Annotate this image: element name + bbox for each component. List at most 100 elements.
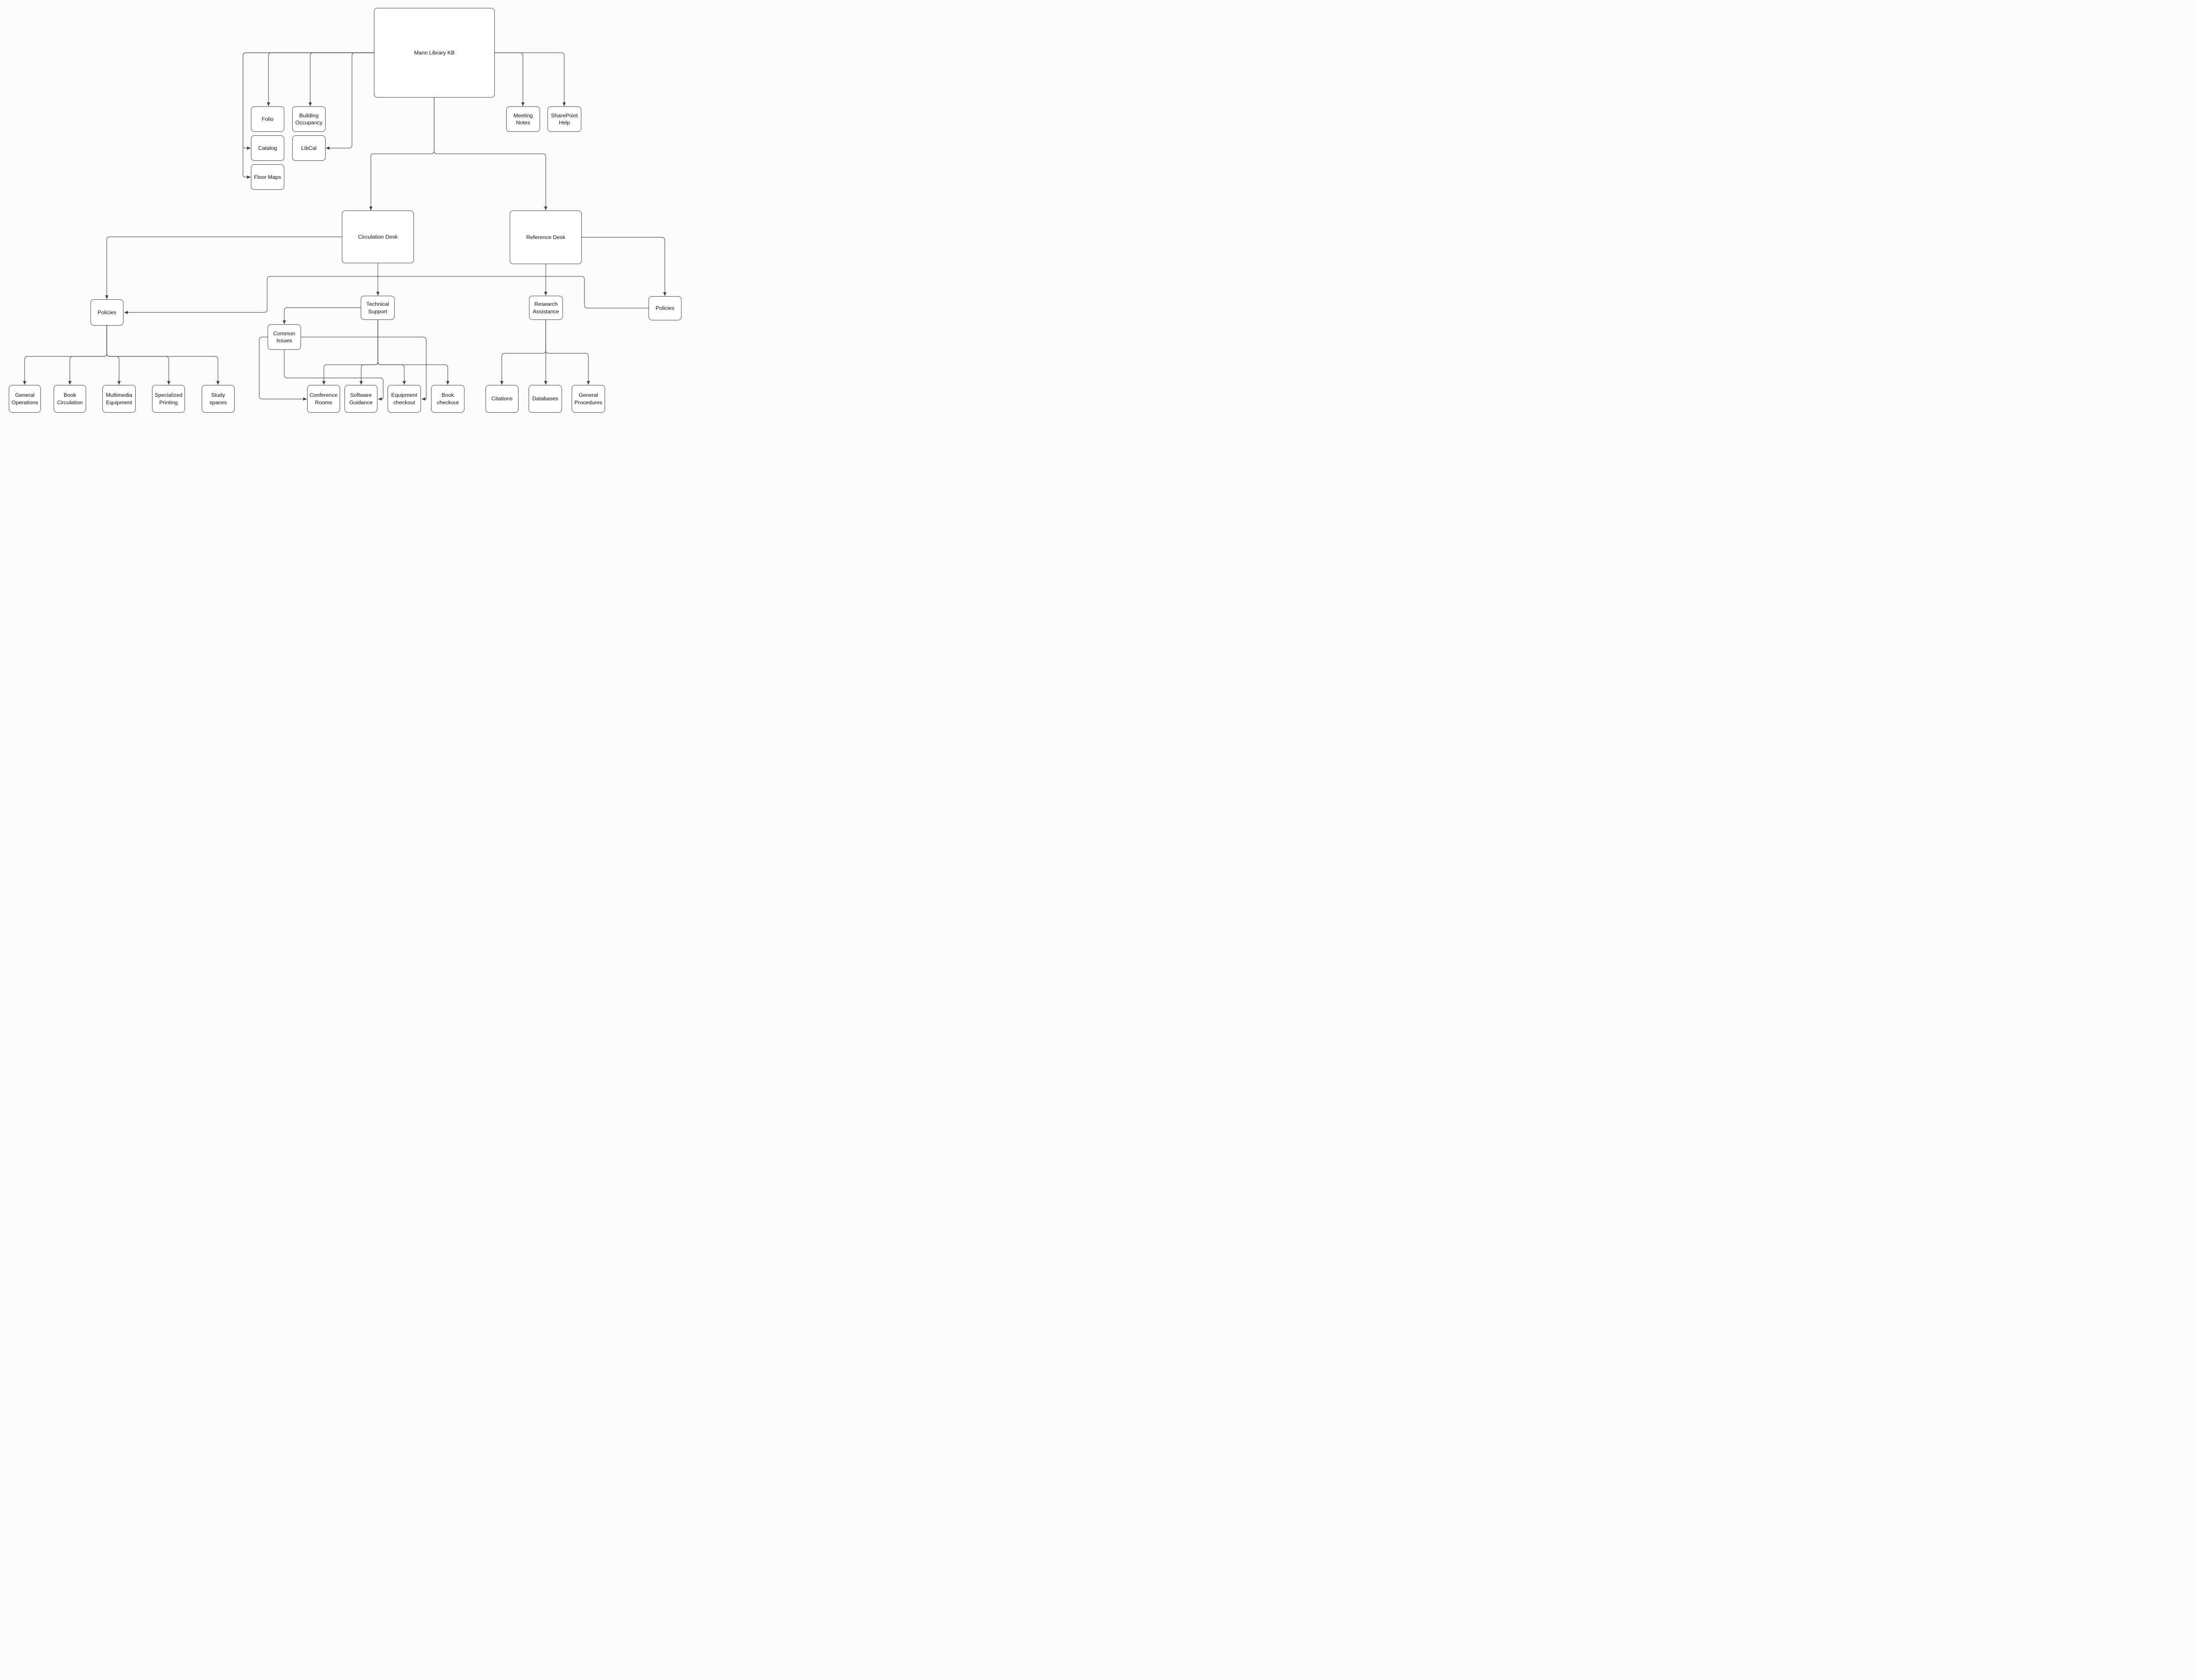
node-label-book-circulation: Book Circulation <box>57 392 83 406</box>
node-catalog[interactable]: Catalog <box>251 135 284 161</box>
node-technical-support[interactable]: Technical Support <box>361 296 395 320</box>
node-label-specialized-printing: Specialized Printing <box>154 392 183 406</box>
edge-policies-right-policies-left <box>127 276 649 313</box>
edge-policies-book-circulation <box>69 326 107 381</box>
edge-policies-multimedia-equipment <box>106 326 120 381</box>
node-label-study-spaces: Study spaces <box>209 392 227 406</box>
arrowhead-common-issues-software-guidance-icon <box>378 397 382 401</box>
node-label-building-occupancy: Building Occupancy <box>295 112 323 126</box>
arrowhead-reference-policies-right-icon <box>663 292 667 296</box>
node-multimedia-equipment[interactable]: Multimedia Equipment <box>102 385 136 413</box>
node-book-checkout[interactable]: Book checkout <box>431 385 464 413</box>
arrowhead-technical-support-conference-rooms-icon <box>322 381 326 385</box>
node-label-reference-desk: Reference Desk <box>526 234 566 240</box>
arrowhead-research-citations-icon <box>500 381 504 385</box>
arrowhead-research-general-procedures-icon <box>587 381 590 385</box>
edge-policies-specialized-printing <box>106 326 169 381</box>
arrowhead-kb-reference-desk-icon <box>544 207 547 210</box>
node-meeting-notes[interactable]: Meeting Notes <box>506 106 540 132</box>
node-folio[interactable]: Folio <box>251 106 284 132</box>
edge-kb-sharepoint-help <box>495 52 565 103</box>
node-label-mann-library-kb: Mann Library KB <box>414 49 455 56</box>
edge-kb-building-occupancy <box>310 52 374 103</box>
arrowhead-technical-support-equipment-checkout-icon <box>402 381 406 385</box>
edge-common-issues-software-guidance <box>284 350 384 399</box>
node-citations[interactable]: Citations <box>486 385 518 413</box>
edge-policies-general-operations <box>24 326 107 381</box>
node-label-policies-right: Policies <box>656 305 674 312</box>
node-label-databases: Databases <box>532 396 558 402</box>
node-policies-left[interactable]: Policies <box>91 299 123 326</box>
node-label-book-checkout: Book checkout <box>437 392 459 406</box>
edge-kb-folio <box>268 52 374 103</box>
edge-research-general-procedures <box>545 320 589 381</box>
node-study-spaces[interactable]: Study spaces <box>202 385 235 413</box>
node-label-technical-support: Technical Support <box>366 301 389 315</box>
node-conference-rooms[interactable]: Conference Rooms <box>307 385 340 413</box>
node-common-issues[interactable]: Common Issues <box>268 324 301 350</box>
node-label-general-procedures: General Procedures <box>574 392 602 406</box>
node-research-assistance[interactable]: Research Assistance <box>529 296 563 320</box>
arrowhead-common-issues-equipment-checkout-icon <box>421 397 425 401</box>
edge-technical-support-conference-rooms <box>323 320 378 381</box>
node-label-software-guidance: Software Guidance <box>349 392 373 406</box>
node-label-research-assistance: Research Assistance <box>533 301 559 315</box>
edge-technical-support-software-guidance <box>361 320 378 381</box>
node-building-occupancy[interactable]: Building Occupancy <box>292 106 326 132</box>
edge-kb-reference-desk <box>434 98 546 207</box>
node-equipment-checkout[interactable]: Equipment checkout <box>388 385 421 413</box>
node-reference-desk[interactable]: Reference Desk <box>510 210 582 264</box>
node-label-common-issues: Common Issues <box>273 330 296 344</box>
node-libcal[interactable]: LibCal <box>292 135 326 161</box>
arrowhead-policies-specialized-printing-icon <box>167 381 170 385</box>
node-label-folio: Folio <box>261 116 274 122</box>
arrowhead-kb-meeting-notes-icon <box>521 102 525 106</box>
node-databases[interactable]: Databases <box>529 385 562 413</box>
node-label-policies-left: Policies <box>98 309 116 316</box>
node-floor-maps[interactable]: Floor Maps <box>251 164 284 190</box>
node-general-procedures[interactable]: General Procedures <box>572 385 605 413</box>
arrowhead-kb-sharepoint-help-icon <box>562 102 566 106</box>
arrowhead-policies-study-spaces-icon <box>216 381 220 385</box>
edge-circulation-policies <box>106 236 342 296</box>
edge-common-issues-equipment-checkout <box>301 337 427 399</box>
arrowhead-policies-multimedia-equipment-icon <box>117 381 121 385</box>
arrowhead-circulation-policies-icon <box>105 295 109 299</box>
arrowhead-kb-circulation-desk-icon <box>369 207 373 210</box>
arrowhead-technical-support-book-checkout-icon <box>446 381 450 385</box>
edge-research-citations <box>501 320 546 381</box>
edge-kb-catalog <box>243 52 374 149</box>
node-policies-right[interactable]: Policies <box>649 296 682 320</box>
node-specialized-printing[interactable]: Specialized Printing <box>152 385 185 413</box>
node-label-floor-maps: Floor Maps <box>254 174 281 180</box>
arrowhead-reference-research-assistance-icon <box>544 292 547 296</box>
edge-kb-meeting-notes <box>495 52 523 103</box>
arrowhead-research-databases-icon <box>544 381 547 385</box>
arrowhead-policies-right-policies-left-icon <box>124 311 128 314</box>
arrowhead-kb-catalog-icon <box>247 146 251 150</box>
arrowhead-kb-libcal-icon <box>326 146 330 150</box>
arrowhead-technical-support-common-issues-icon <box>283 320 286 324</box>
node-book-circulation[interactable]: Book Circulation <box>54 385 86 413</box>
node-label-circulation-desk: Circulation Desk <box>358 233 398 240</box>
arrowhead-common-issues-conference-rooms-icon <box>303 397 307 401</box>
node-label-libcal: LibCal <box>301 145 317 151</box>
node-sharepoint-help[interactable]: SharePoint Help <box>547 106 581 132</box>
arrowhead-policies-book-circulation-icon <box>68 381 72 385</box>
arrowhead-kb-folio-icon <box>267 102 270 106</box>
node-label-sharepoint-help: SharePoint Help <box>551 112 578 126</box>
edge-kb-circulation-desk <box>370 98 435 207</box>
node-circulation-desk[interactable]: Circulation Desk <box>342 210 414 263</box>
edge-technical-support-equipment-checkout <box>377 320 405 381</box>
node-general-operations[interactable]: General Operations <box>9 385 41 413</box>
arrowhead-policies-general-operations-icon <box>23 381 26 385</box>
edge-kb-floor-maps <box>243 52 374 178</box>
node-software-guidance[interactable]: Software Guidance <box>344 385 377 413</box>
edge-kb-libcal <box>329 52 374 149</box>
connector-layer <box>23 52 667 401</box>
arrowhead-circulation-technical-support-icon <box>376 292 380 296</box>
node-mann-library-kb[interactable]: Mann Library KB <box>374 8 495 98</box>
node-label-conference-rooms: Conference Rooms <box>309 392 338 406</box>
node-label-meeting-notes: Meeting Notes <box>513 112 533 126</box>
